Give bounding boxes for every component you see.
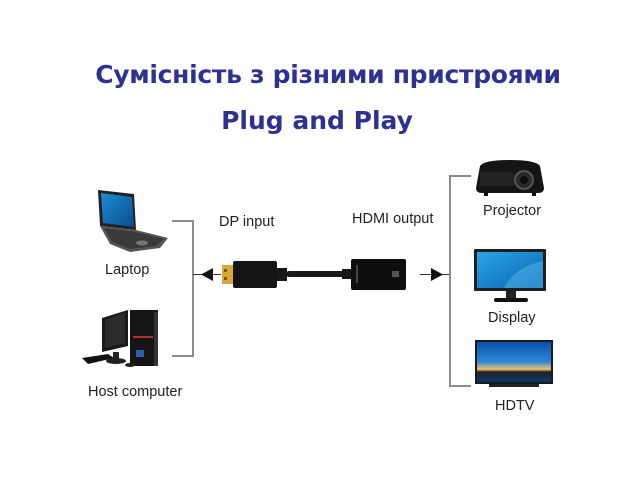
- output-bracket-line: [449, 175, 451, 387]
- projector-connector-line: [449, 175, 471, 177]
- dp-to-hdmi-adapter-icon: [222, 256, 412, 294]
- source-bracket-line: [192, 220, 194, 357]
- page-subtitle: Plug and Play: [221, 106, 413, 135]
- page-title: Сумісність з різними пристроями: [95, 60, 561, 89]
- hdtv-label: HDTV: [495, 398, 535, 414]
- projector-label: Projector: [483, 203, 542, 219]
- monitor-icon: [474, 249, 548, 304]
- display-label: Display: [488, 310, 536, 326]
- host-computer-label: Host computer: [88, 384, 183, 400]
- dp-input-label: DP input: [219, 214, 275, 230]
- tv-icon: [475, 340, 553, 390]
- laptop-icon: [90, 188, 172, 254]
- arrow-left-icon: [201, 268, 213, 281]
- hdtv-connector-line: [449, 385, 471, 387]
- host-connector-line: [172, 355, 194, 357]
- desktop-computer-icon: [80, 308, 170, 370]
- laptop-connector-line: [172, 220, 194, 222]
- arrow-right-icon: [431, 268, 443, 281]
- projector-icon: [474, 160, 546, 196]
- laptop-label: Laptop: [105, 262, 150, 278]
- hdmi-output-label: HDMI output: [352, 211, 434, 227]
